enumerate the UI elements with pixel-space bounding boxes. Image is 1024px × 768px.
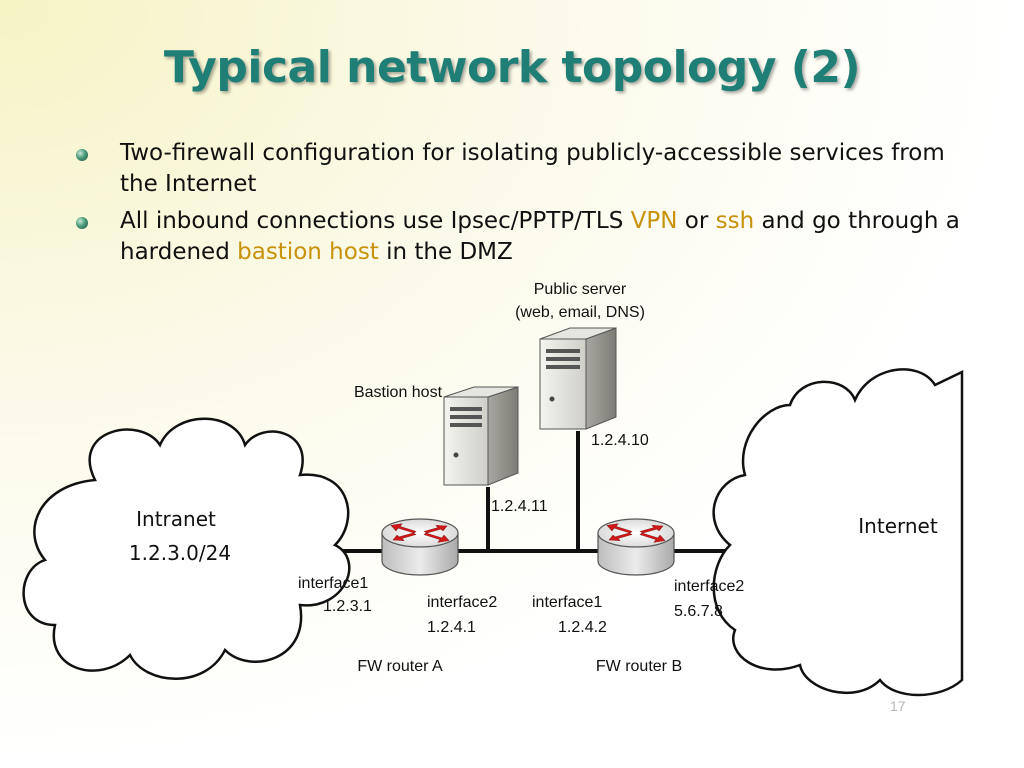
intranet-subnet: 1.2.3.0/24 — [129, 541, 231, 565]
slide-title: Typical network topology (2) — [163, 42, 861, 93]
highlight-vpn: VPN — [630, 208, 678, 234]
fw-b-if2-ip: 5.6.7.8 — [674, 603, 723, 620]
bullet-dot-icon — [76, 217, 88, 229]
internet-cloud — [712, 368, 964, 697]
bastion-host-label: Bastion host — [354, 384, 443, 401]
bullet-item: Two-firewall configuration for isolating… — [74, 138, 974, 200]
highlight-bastion-host: bastion host — [237, 239, 379, 265]
bullet-text-part: in the DMZ — [378, 239, 513, 265]
bullet-text-part: or — [677, 208, 716, 234]
fw-router-b-label: FW router B — [596, 658, 682, 675]
bullet-text-part: and go through a hardened — [120, 208, 960, 265]
bullet-text-part: All inbound connections use Ipsec/PPTP/T… — [120, 208, 631, 234]
intranet-cloud — [22, 417, 351, 680]
internet-label: Internet — [858, 514, 938, 538]
bullet-text: Two-firewall configuration for isolating… — [120, 140, 945, 197]
fw-b-if1-ip: 1.2.4.2 — [558, 619, 607, 636]
fw-router-b-icon — [597, 518, 675, 576]
page-number: 17 — [890, 698, 906, 714]
fw-router-a-icon — [381, 518, 459, 576]
bullet-dot-icon — [76, 149, 88, 161]
fw-b-if1-name: interface1 — [532, 594, 602, 611]
bastion-host-ip: 1.2.4.11 — [491, 498, 548, 515]
fw-a-if2-ip: 1.2.4.1 — [427, 619, 476, 636]
bullet-item: All inbound connections use Ipsec/PPTP/T… — [74, 206, 974, 268]
public-server-services: (web, email, DNS) — [515, 304, 645, 321]
highlight-ssh: ssh — [715, 208, 755, 234]
fw-a-if1-name: interface1 — [298, 575, 368, 592]
fw-a-if1-ip: 1.2.3.1 — [323, 598, 372, 615]
bastion-host-server-icon — [443, 386, 519, 486]
public-server-icon — [539, 327, 617, 430]
bullet-list: Two-firewall configuration for isolating… — [74, 138, 974, 274]
public-server-ip: 1.2.4.10 — [591, 432, 649, 449]
fw-router-a-label: FW router A — [357, 658, 443, 675]
intranet-label: Intranet — [136, 507, 216, 531]
fw-b-if2-name: interface2 — [674, 578, 744, 595]
fw-a-if2-name: interface2 — [427, 594, 497, 611]
public-server-label: Public server — [534, 281, 627, 298]
